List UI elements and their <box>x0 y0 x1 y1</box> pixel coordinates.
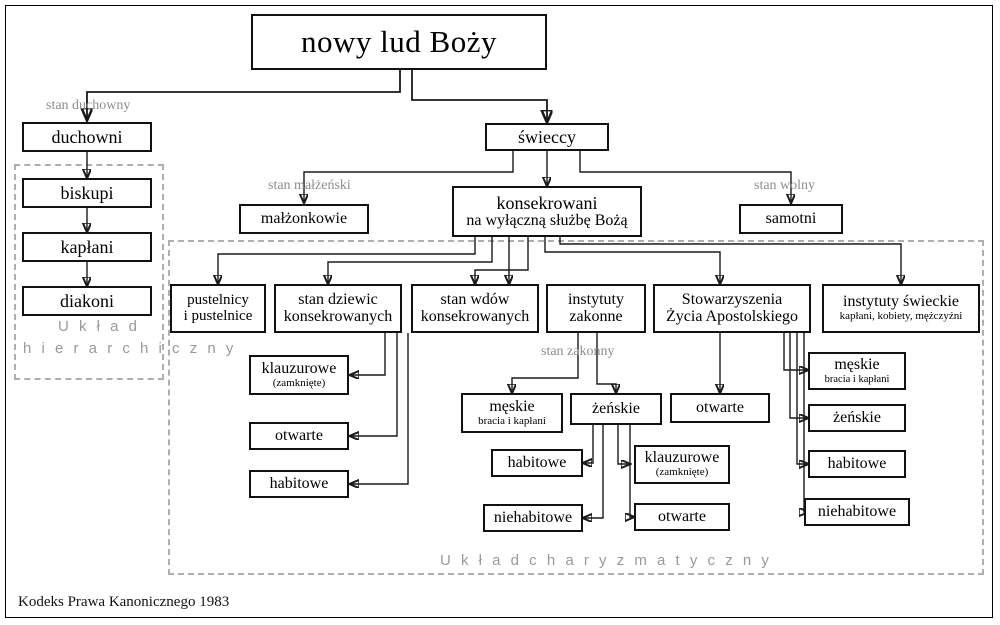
node-dziewice-label-line1: stan dziewic <box>298 290 378 308</box>
edge-label-stan-malzenski: stan małżeński <box>268 178 351 193</box>
node-instytuty-zakonne[interactable]: instytuty zakonne <box>546 284 646 333</box>
node-root-label: nowy lud Boży <box>301 23 497 59</box>
node-instytuty-swieckie-label-line2: kapłani, kobiety, mężczyźni <box>839 310 963 323</box>
node-is-zenskie[interactable]: żeńskie <box>808 404 906 432</box>
node-wdowy-label-line2: konsekrowanych <box>420 307 530 325</box>
node-swieccy[interactable]: świeccy <box>485 123 609 151</box>
node-is-zenskie-label: żeńskie <box>833 408 881 426</box>
node-dziewice-otwarte[interactable]: otwarte <box>249 422 349 450</box>
node-dziewice-habitowe-label: habitowe <box>269 474 329 492</box>
node-is-habitowe[interactable]: habitowe <box>808 450 906 478</box>
node-dziewice[interactable]: stan dziewic konsekrowanych <box>274 284 402 333</box>
node-wdowy-label-line1: stan wdów <box>440 290 510 308</box>
node-dziewice-klauzurowe-label-line1: klauzurowe <box>261 359 337 377</box>
node-samotni-label: samotni <box>765 209 817 227</box>
node-instytuty-zakonne-label-line2: zakonne <box>569 307 623 325</box>
node-iz-habitowe[interactable]: habitowe <box>491 449 583 477</box>
node-is-meskie-label-line1: męskie <box>834 356 880 374</box>
zone-hierarchiczny <box>14 164 164 380</box>
node-biskupi-label: biskupi <box>60 182 114 203</box>
node-pustelnicy-label-line2: i pustelnice <box>183 307 253 324</box>
node-iz-meskie-label-line1: męskie <box>489 397 535 415</box>
node-iz-klauzurowe-label-line2: (zamknięte) <box>655 466 709 479</box>
node-is-meskie[interactable]: męskie bracia i kapłani <box>808 352 906 390</box>
node-konsekrowani-label-line1: konsekrowani <box>496 192 598 213</box>
node-malzonkowie-label: małżonkowie <box>260 209 348 227</box>
zone-label-charyzmatyczny: U k ł a d c h a r y z m a t y c z n y <box>440 552 772 569</box>
node-iz-klauzurowe[interactable]: klauzurowe (zamknięte) <box>634 445 730 484</box>
node-pustelnicy-label-line1: pustelnicy <box>187 291 249 308</box>
footer-citation: Kodeks Prawa Kanonicznego 1983 <box>18 594 230 610</box>
zone-label-hierarchiczny-line1: U k ł a d <box>58 318 141 335</box>
node-is-niehabitowe-label: niehabitowe <box>817 502 897 520</box>
node-malzonkowie[interactable]: małżonkowie <box>239 204 369 234</box>
node-pustelnicy[interactable]: pustelnicy i pustelnice <box>170 284 266 333</box>
node-iz-klauzurowe-label-line1: klauzurowe <box>644 449 720 467</box>
node-iz-meskie[interactable]: męskie bracia i kapłani <box>461 393 563 433</box>
node-dziewice-klauzurowe[interactable]: klauzurowe (zamknięte) <box>249 355 349 395</box>
node-swieccy-label: świeccy <box>518 126 576 147</box>
node-kaplani-label: kapłani <box>60 236 114 257</box>
edge-label-stan-duchowny: stan duchowny <box>46 98 131 113</box>
node-wdowy[interactable]: stan wdów konsekrowanych <box>411 284 539 333</box>
node-instytuty-zakonne-label-line1: instytuty <box>567 290 624 308</box>
node-stowarzyszenia-label-line1: Stowarzyszenia <box>681 290 783 308</box>
node-samotni[interactable]: samotni <box>739 204 843 234</box>
node-iz-otwarte[interactable]: otwarte <box>634 503 730 531</box>
node-iz-zenskie[interactable]: żeńskie <box>570 393 662 425</box>
node-dziewice-klauzurowe-label-line2: (zamknięte) <box>272 376 326 389</box>
node-iz-otwarte-label: otwarte <box>658 507 706 525</box>
node-iz-habitowe-label: habitowe <box>507 453 567 471</box>
node-stowarzyszenia-otwarte[interactable]: otwarte <box>670 393 770 423</box>
node-is-habitowe-label: habitowe <box>827 454 887 472</box>
node-stowarzyszenia-label-line2: Życia Apostolskiego <box>666 307 798 325</box>
node-duchowni-label: duchowni <box>51 126 123 147</box>
node-root[interactable]: nowy lud Boży <box>251 14 547 70</box>
node-konsekrowani-label-line2: na wyłączną służbę Bożą <box>466 211 628 229</box>
edge-label-stan-wolny: stan wolny <box>754 178 816 193</box>
node-dziewice-label-line2: konsekrowanych <box>283 307 393 325</box>
node-iz-niehabitowe[interactable]: niehabitowe <box>483 504 583 532</box>
node-iz-meskie-label-line2: bracia i kapłani <box>478 414 546 427</box>
node-is-niehabitowe[interactable]: niehabitowe <box>804 498 910 526</box>
node-stowarzyszenia[interactable]: Stowarzyszenia Życia Apostolskiego <box>653 284 811 333</box>
node-kaplani[interactable]: kapłani <box>22 232 152 262</box>
node-konsekrowani[interactable]: konsekrowani na wyłączną służbę Bożą <box>452 186 642 237</box>
node-diakoni-label: diakoni <box>60 290 114 311</box>
node-dziewice-habitowe[interactable]: habitowe <box>249 470 349 498</box>
node-iz-zenskie-label: żeńskie <box>592 399 640 417</box>
node-diakoni[interactable]: diakoni <box>22 286 152 316</box>
node-instytuty-swieckie[interactable]: instytuty świeckie kapłani, kobiety, męż… <box>822 284 980 333</box>
node-biskupi[interactable]: biskupi <box>22 178 152 208</box>
node-is-meskie-label-line2: bracia i kapłani <box>824 373 890 385</box>
node-iz-niehabitowe-label: niehabitowe <box>493 508 573 526</box>
zone-label-hierarchiczny-line2: h i e r a r c h i c z n y <box>23 340 237 357</box>
node-duchowni[interactable]: duchowni <box>22 122 152 152</box>
node-instytuty-swieckie-label-line1: instytuty świeckie <box>843 293 959 311</box>
outer-frame <box>5 5 993 618</box>
node-dziewice-otwarte-label: otwarte <box>275 426 323 444</box>
node-stowarzyszenia-otwarte-label: otwarte <box>696 398 744 416</box>
edge-label-stan-zakonny: stan zakonny <box>541 344 615 359</box>
